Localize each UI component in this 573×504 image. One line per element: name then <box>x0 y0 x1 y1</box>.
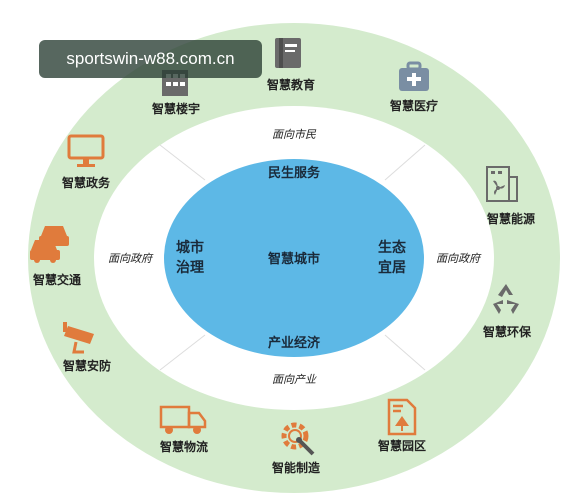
core-right-label: 生态宜居 <box>378 240 406 276</box>
item-label-environment: 智慧环保 <box>482 325 532 339</box>
core-disc <box>164 159 424 357</box>
item-label-park: 智慧园区 <box>377 439 427 453</box>
item-label-building: 智慧楼宇 <box>151 102 201 116</box>
cctv-camera-icon <box>63 322 94 354</box>
recycle-icon <box>493 284 519 314</box>
item-label-energy: 智慧能源 <box>486 212 536 226</box>
divider-top-left <box>159 144 206 181</box>
item-label-education: 智慧教育 <box>266 78 316 92</box>
truck-icon <box>159 405 207 434</box>
ring-bottom-label: 面向产业 <box>272 373 316 386</box>
core-left-label: 城市治理 <box>176 240 204 276</box>
divider-bottom-left <box>159 334 206 371</box>
divider-top-right <box>384 144 426 181</box>
core-bottom-label: 产业经济 <box>267 336 321 351</box>
item-label-logistics: 智慧物流 <box>159 440 209 454</box>
item-label-transport: 智慧交通 <box>32 273 82 287</box>
ring-top-label: 面向市民 <box>272 128 316 141</box>
item-label-medical: 智慧医疗 <box>389 99 439 113</box>
book-icon <box>275 38 301 68</box>
watermark-banner: sportswin-w88.com.cn <box>39 40 262 78</box>
park-document-icon <box>387 398 417 436</box>
item-label-manufacturing: 智能制造 <box>271 461 321 475</box>
cars-icon <box>30 226 69 263</box>
ring-left-label: 面向政府 <box>108 252 152 265</box>
item-label-security: 智慧安防 <box>62 359 112 373</box>
divider-bottom-right <box>384 334 426 371</box>
core-top-label: 民生服务 <box>267 166 321 181</box>
monitor-icon <box>67 134 105 167</box>
item-label-government: 智慧政务 <box>61 176 111 190</box>
medical-kit-icon <box>399 61 429 91</box>
gear-wrench-icon <box>281 422 315 456</box>
core-title: 智慧城市 <box>267 252 321 267</box>
fan-building-icon <box>486 166 518 202</box>
ring-right-label: 面向政府 <box>436 252 480 265</box>
